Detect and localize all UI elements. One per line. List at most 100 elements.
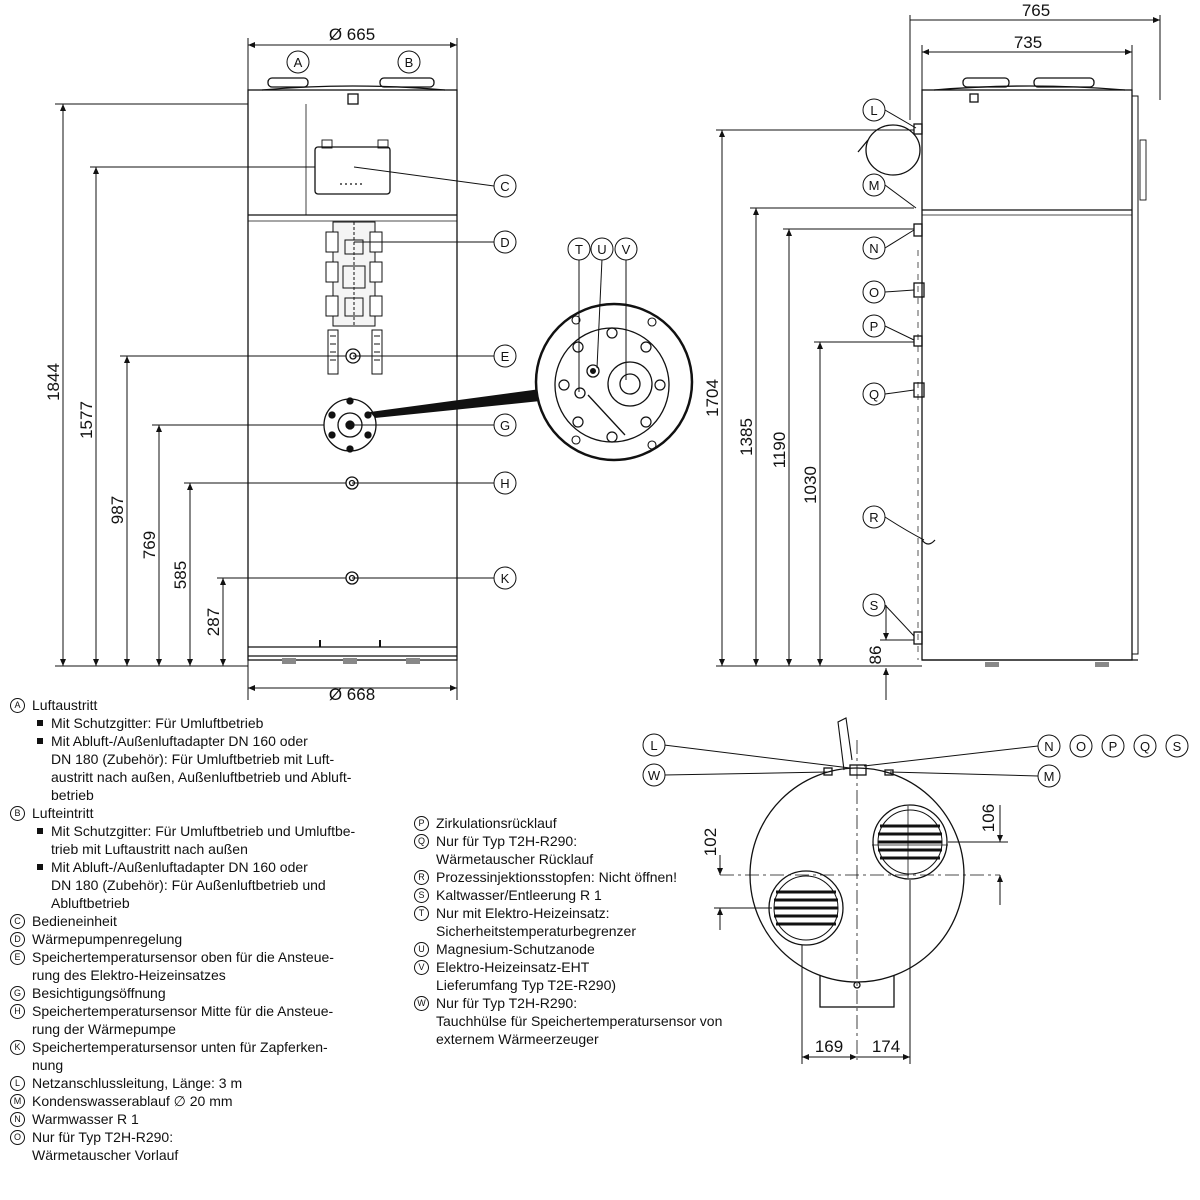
callout-side-s: S <box>870 598 879 613</box>
top-view-connections <box>849 764 867 776</box>
callout-side-q: Q <box>869 387 879 402</box>
legend-key-badge: E <box>10 950 25 965</box>
bullet-square-icon <box>37 720 43 726</box>
legend-item-text: Besichtigungsöffnung <box>32 985 166 1001</box>
legend-item: H Speichertemperatursensor Mitte für die … <box>10 1002 410 1038</box>
legend-item-text: Elektro-Heizeinsatz-EHT Lieferumfang Typ… <box>436 959 617 993</box>
front-air-outlet <box>267 77 309 88</box>
legend-item-text: Kondenswasserablauf ∅ 20 mm <box>32 1093 233 1109</box>
legend-key-badge: D <box>10 932 25 947</box>
top-view-callouts <box>642 733 1189 788</box>
legend-key-badge: Q <box>414 834 429 849</box>
legend-item: M Kondenswasserablauf ∅ 20 mm <box>10 1092 410 1110</box>
legend-bullet-text: Mit Abluft-/Außenluftadapter DN 160 oder… <box>51 859 326 911</box>
dim-top-174: 174 <box>872 1037 900 1056</box>
front-top-connector <box>347 93 359 105</box>
legend-item: O Nur für Typ T2H-R290: Wärmetauscher Vor… <box>10 1128 410 1164</box>
dim-height-1844: 1844 <box>44 363 63 401</box>
legend-item-text: Nur für Typ T2H-R290: Wärmetauscher Vorl… <box>32 1129 179 1163</box>
legend-bullet-text: Mit Schutzgitter: Für Umluftbetrieb <box>51 715 264 731</box>
legend-item: R Prozessinjektionsstopfen: Nicht öffnen! <box>414 868 774 886</box>
legend-bullet: Mit Schutzgitter: Für Umluftbetrieb <box>37 714 410 732</box>
dim-height-769: 769 <box>140 531 159 559</box>
callout-d: D <box>500 235 509 250</box>
callout-h: H <box>500 476 509 491</box>
legend-key-badge: B <box>10 806 25 821</box>
bullet-square-icon <box>37 738 43 744</box>
legend-key-badge: O <box>10 1130 25 1145</box>
callout-top-l: L <box>650 738 657 753</box>
legend-key-badge: H <box>10 1004 25 1019</box>
legend-item-text: Kaltwasser/Entleerung R 1 <box>436 887 602 903</box>
legend-item-text: Nur für Typ T2H-R290: Wärmetauscher Rück… <box>436 833 594 867</box>
legend-key-badge: L <box>10 1076 25 1091</box>
legend-bullet: Mit Abluft-/Außenluftadapter DN 160 oder… <box>37 858 410 912</box>
callout-side-n: N <box>869 241 878 256</box>
dim-front-top-width: Ø 665 <box>329 25 375 44</box>
detail-callout-labels: T U V <box>575 242 631 257</box>
top-view-callout-labels: L W N O P Q S M <box>648 738 1182 784</box>
legend-key-badge: R <box>414 870 429 885</box>
legend-key-badge: T <box>414 906 429 921</box>
legend-item-text: Wärmepumpenregelung <box>32 931 183 947</box>
legend-item-text: Speichertemperatursensor Mitte für die A… <box>32 1003 334 1037</box>
callout-side-l: L <box>870 103 877 118</box>
legend-item-text: Prozessinjektionsstopfen: Nicht öffnen! <box>436 869 677 885</box>
front-callout-labels: A B C D E G H K <box>294 55 510 586</box>
legend-item: N Warmwasser R 1 <box>10 1110 410 1128</box>
dim-height-287: 287 <box>204 608 223 636</box>
dim-side-1385: 1385 <box>737 418 756 456</box>
legend-bullet-text: Mit Abluft-/Außenluftadapter DN 160 oder… <box>51 733 352 803</box>
dim-height-1577: 1577 <box>77 401 96 439</box>
legend-item: D Wärmepumpenregelung <box>10 930 410 948</box>
legend-key-badge: G <box>10 986 25 1001</box>
legend-item: G Besichtigungsöffnung <box>10 984 410 1002</box>
callout-c: C <box>500 179 509 194</box>
callout-top-o: O <box>1076 739 1086 754</box>
detail-view <box>370 237 694 462</box>
legend-item-text: Lufteintritt <box>32 805 94 821</box>
legend-key-badge: C <box>10 914 25 929</box>
side-dimensions <box>716 15 1161 700</box>
control-unit-box <box>314 146 391 195</box>
side-callout-labels: L M N O P Q R S <box>869 103 880 613</box>
dim-side-1190: 1190 <box>770 432 789 469</box>
callout-k: K <box>501 571 510 586</box>
legend-item-text: Netzanschlussleitung, Länge: 3 m <box>32 1075 243 1091</box>
legend-bullet: Mit Abluft-/Außenluftadapter DN 160 oder… <box>37 732 410 804</box>
legend-item-text: Warmwasser R 1 <box>32 1111 139 1127</box>
sensor-strips <box>327 329 383 375</box>
callout-top-n: N <box>1044 739 1053 754</box>
front-dimension-labels: Ø 665 Ø 668 1844 1577 987 769 585 287 <box>44 25 375 704</box>
side-view <box>857 77 1147 667</box>
bullet-square-icon <box>37 864 43 870</box>
front-top-cap <box>261 85 446 91</box>
callout-v: V <box>622 242 631 257</box>
dim-side-735: 735 <box>1014 33 1042 52</box>
top-view-grille-left <box>768 870 844 946</box>
side-callouts <box>862 98 925 637</box>
front-callouts <box>286 50 517 590</box>
heat-pump-control-board <box>325 221 383 327</box>
callout-side-m: M <box>869 178 880 193</box>
callout-t: T <box>575 242 583 257</box>
dim-front-bottom-width: Ø 668 <box>329 685 375 704</box>
legend-key-badge: N <box>10 1112 25 1127</box>
legend-item: L Netzanschlussleitung, Länge: 3 m <box>10 1074 410 1092</box>
front-body <box>247 89 458 661</box>
dim-height-585: 585 <box>171 561 190 589</box>
legend-key-badge: A <box>10 698 25 713</box>
dim-side-1030: 1030 <box>801 466 820 504</box>
callout-u: U <box>597 242 606 257</box>
power-cable-coil <box>865 124 921 176</box>
legend-key-badge: S <box>414 888 429 903</box>
legend-key-badge: M <box>10 1094 25 1109</box>
